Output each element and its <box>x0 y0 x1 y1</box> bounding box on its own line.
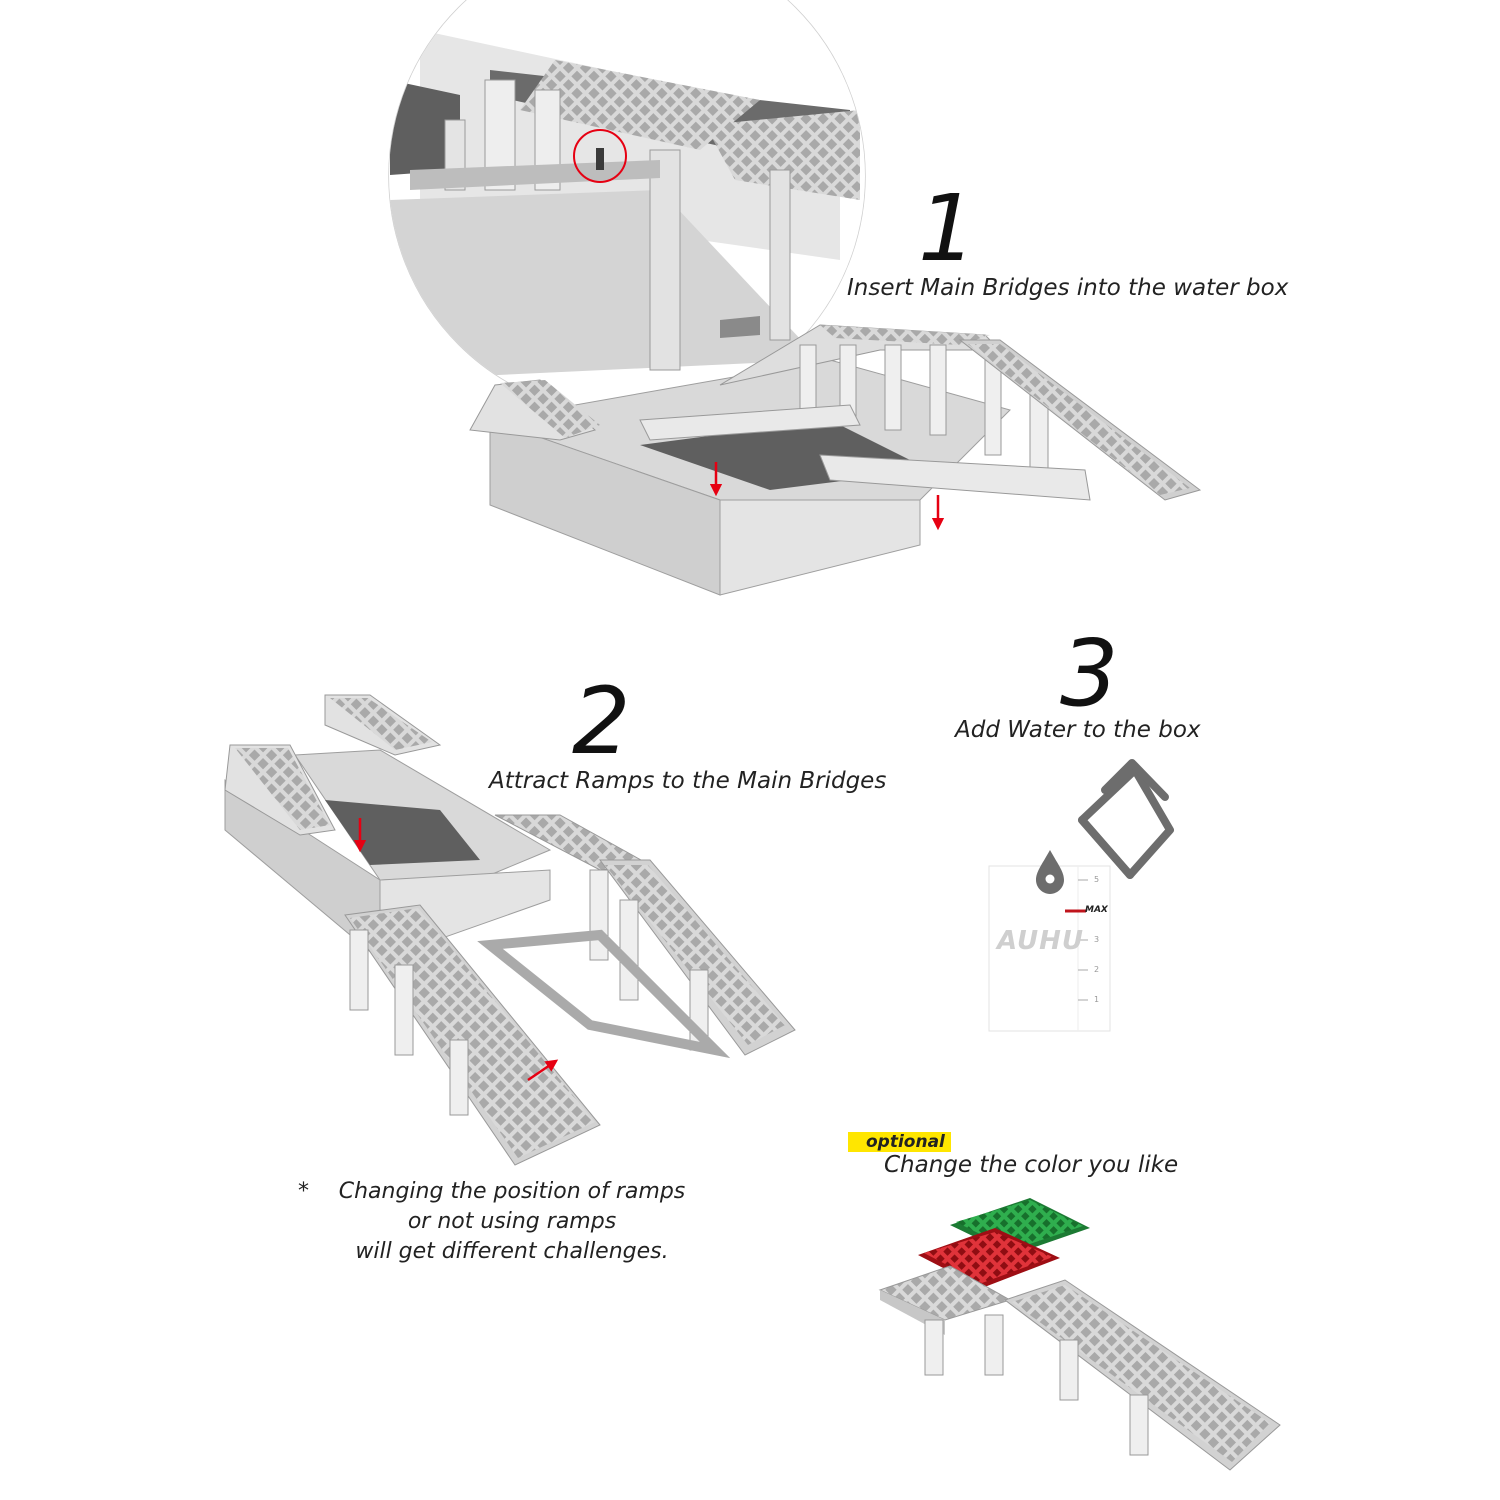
note-line: or not using ramps <box>407 1209 617 1234</box>
step-number-1: 1 <box>918 175 977 282</box>
water-drop-icon <box>1036 850 1064 894</box>
optional-badge: optional <box>848 1132 951 1152</box>
step-caption-1: Insert Main Bridges into the water box <box>847 275 1289 301</box>
gauge-tick: 3 <box>1094 935 1100 944</box>
step-caption-2: Attract Ramps to the Main Bridges <box>489 768 887 794</box>
step1-assembly <box>469 324 1202 596</box>
step-caption-3: Add Water to the box <box>955 717 1201 743</box>
gauge-tick: 2 <box>1094 965 1100 974</box>
detail-magnifier <box>388 0 866 415</box>
optional-caption: Change the color you like <box>884 1152 1179 1178</box>
optional-assembly <box>878 1198 1281 1471</box>
water-pitcher-icon <box>1078 759 1174 879</box>
note-line: Changing the position of ramps <box>338 1179 686 1204</box>
gauge-tick: 1 <box>1094 995 1100 1004</box>
gauge-tick: 5 <box>1094 875 1100 884</box>
gauge-brand: AUHU <box>997 926 1084 956</box>
step-number-2: 2 <box>572 668 631 775</box>
note-line: will get different challenges. <box>355 1239 669 1264</box>
step2-assembly <box>224 694 796 1166</box>
step-number-3: 3 <box>1060 620 1119 727</box>
note-marker: * <box>298 1179 309 1204</box>
note-text: Changing the position of ramps or not us… <box>330 1177 694 1267</box>
gauge-max-label: MAX <box>1085 905 1108 915</box>
